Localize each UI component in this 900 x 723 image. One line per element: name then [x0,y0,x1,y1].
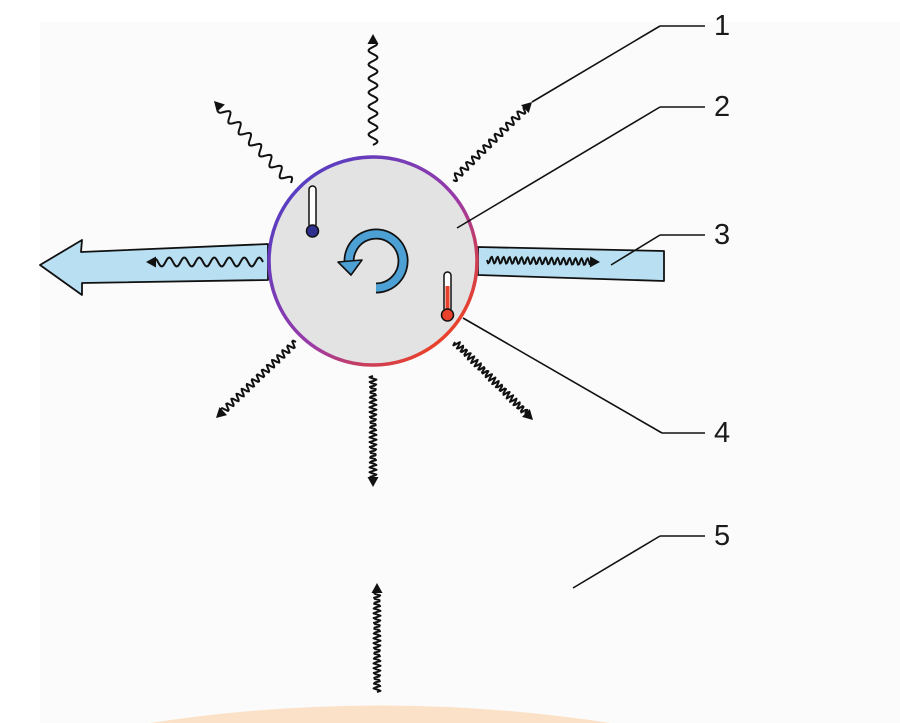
radiation-arrow-lower-left-head [216,407,228,418]
leader-line-3 [610,234,661,266]
radiation-arrow-from-ground-wave [372,592,382,693]
background-panel [40,22,900,723]
radiation-arrow-down-head [367,477,379,487]
callout-label-3: 3 [714,219,731,251]
radiation-arrow-left [146,256,264,268]
radiation-arrow-right-wave [486,255,591,266]
cold-thermometer-icon [305,185,320,238]
radiation-arrow-from-ground-head [371,583,383,593]
radiation-arrows [146,34,600,693]
callout-label-4: 4 [714,417,731,449]
radiation-arrow-up [367,34,379,146]
callout-label-5: 5 [714,520,731,552]
radiation-arrow-down-wave [368,375,378,478]
radiation-arrow-upper-left-head [214,101,225,113]
radiation-arrow-lower-right-wave [452,341,529,415]
radiation-arrow-left-wave [155,256,264,268]
radiation-arrow-upper-right [452,102,532,183]
radiation-arrow-upper-left [214,101,294,184]
leader-line-1 [531,25,661,103]
leader-line-4 [462,317,663,434]
radiation-arrow-left-head [146,256,156,268]
radiation-arrow-from-ground [371,583,383,693]
radiation-arrow-lower-left [216,339,297,418]
radiation-arrow-upper-right-wave [452,106,527,183]
radiation-arrow-upper-right-head [521,102,532,113]
callout-label-1: 1 [714,10,731,42]
radiation-arrow-up-wave [367,43,379,146]
radiation-arrow-lower-right-head [522,409,533,420]
hot-thermometer-icon [440,271,455,322]
radiation-arrow-lower-right [452,341,533,420]
ground-surface [150,705,610,723]
radiation-arrow-right-head [589,256,600,268]
radiation-arrow-upper-left-wave [217,110,294,184]
callout-label-2: 2 [714,91,731,123]
leader-line-5 [572,535,661,589]
radiation-arrow-down [367,375,379,487]
radiation-arrow-up-head [367,34,379,44]
body [267,155,479,367]
radiation-arrow-lower-left-wave [220,339,297,412]
radiation-arrow-right [486,255,600,268]
rotation-icon [337,228,409,294]
leader-line-2 [456,106,661,229]
